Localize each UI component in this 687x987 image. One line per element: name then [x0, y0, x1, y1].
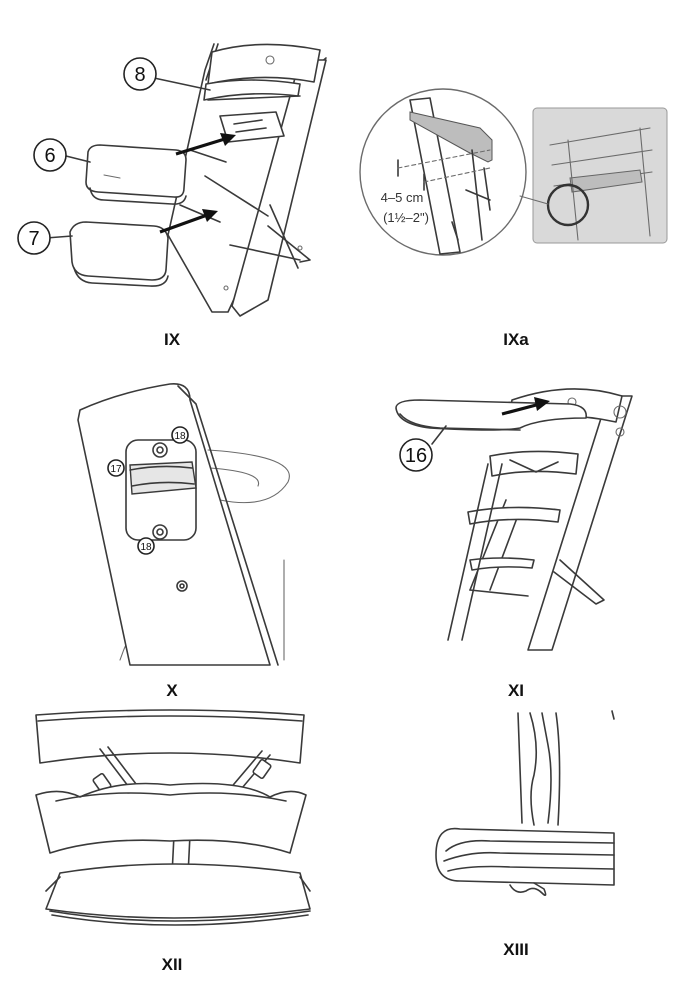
callout-18-top: 18: [171, 426, 189, 444]
callout-7: 7: [17, 221, 51, 255]
step-label-xiii: XIII: [503, 940, 529, 959]
svg-text:17: 17: [110, 464, 122, 475]
callout-18-bottom: 18: [137, 537, 155, 555]
svg-text:16: 16: [405, 445, 427, 467]
svg-text:18: 18: [174, 431, 186, 442]
svg-text:(1½–2"): (1½–2"): [383, 210, 429, 225]
callout-16: 16: [399, 438, 433, 472]
panel-xii-illustration: [35, 709, 311, 926]
callout-8: 8: [123, 57, 157, 91]
step-label-ixa: IXa: [503, 330, 529, 349]
callout-17: 17: [107, 459, 125, 477]
panel-ix-illustration: 8 6 7: [17, 43, 327, 317]
step-label-xii: XII: [161, 955, 183, 974]
panel-xiii-illustration: [435, 710, 615, 897]
panel-ixa-illustration: 4–5 cm (1½–2"): [359, 88, 668, 256]
svg-text:6: 6: [44, 145, 55, 167]
svg-text:7: 7: [28, 228, 39, 250]
step-label-xi: XI: [507, 681, 525, 700]
callout-6: 6: [33, 138, 67, 172]
step-label-x: X: [166, 681, 178, 700]
svg-text:18: 18: [140, 542, 152, 553]
panel-x-illustration: 18 17 18: [77, 383, 290, 666]
panel-xi-illustration: 16: [395, 388, 633, 651]
svg-text:4–5 cm: 4–5 cm: [381, 190, 424, 205]
svg-text:8: 8: [134, 64, 145, 86]
step-label-ix: IX: [163, 330, 181, 349]
